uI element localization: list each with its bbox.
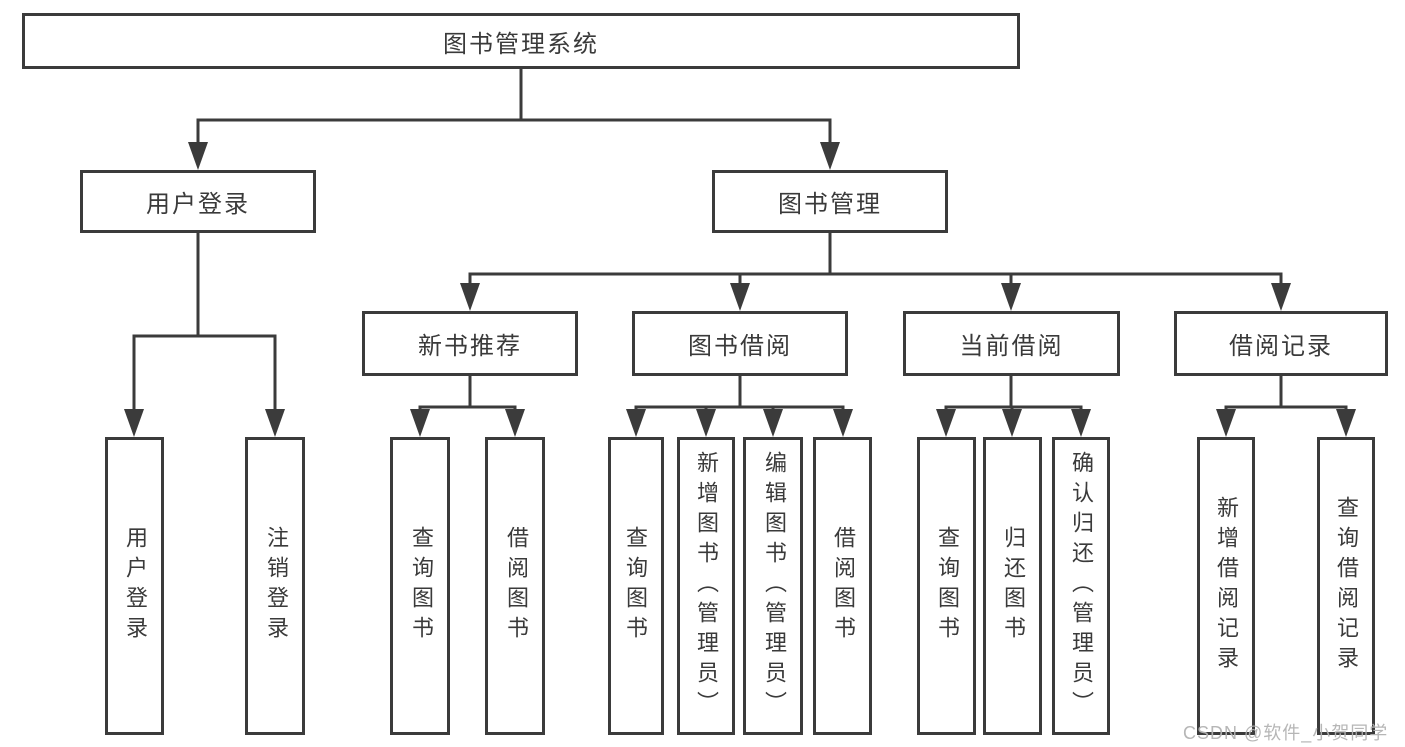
leaf-edit-books-admin: 编辑图书（管理员） [743,437,803,735]
node-user-login: 用户登录 [80,170,316,233]
arrow-down-icon [505,409,525,437]
arrow-down-icon [1001,283,1021,311]
node-book-borrow: 图书借阅 [632,311,848,376]
leaf-query-borrow-record: 查询借阅记录 [1317,437,1375,735]
node-system-root: 图书管理系统 [22,13,1020,69]
arrow-down-icon [410,409,430,437]
node-new-book-recommend: 新书推荐 [362,311,578,376]
arrow-down-icon [1002,409,1022,437]
arrow-down-icon [188,142,208,170]
arrowheads [124,142,1356,437]
arrow-down-icon [626,409,646,437]
node-current-borrow: 当前借阅 [903,311,1120,376]
arrow-down-icon [265,409,285,437]
leaf-return-books: 归还图书 [983,437,1042,735]
arrow-down-icon [1071,409,1091,437]
leaf-add-books-admin: 新增图书（管理员） [677,437,735,735]
leaf-borrow-books-recommend: 借阅图书 [485,437,545,735]
arrow-down-icon [124,409,144,437]
arrow-down-icon [730,283,750,311]
node-borrow-records: 借阅记录 [1174,311,1388,376]
arrow-down-icon [763,409,783,437]
leaf-borrow-books: 借阅图书 [813,437,872,735]
arrow-down-icon [696,409,716,437]
node-book-management: 图书管理 [712,170,948,233]
leaf-confirm-return-admin: 确认归还（管理员） [1052,437,1110,735]
arrow-down-icon [833,409,853,437]
leaf-query-books-current: 查询图书 [917,437,976,735]
leaf-logout: 注销登录 [245,437,305,735]
watermark: CSDN @软件_小贺同学 [1183,723,1389,743]
leaf-query-books-recommend: 查询图书 [390,437,450,735]
arrow-down-icon [820,142,840,170]
arrow-down-icon [1216,409,1236,437]
arrow-down-icon [936,409,956,437]
leaf-query-books-borrow: 查询图书 [608,437,664,735]
arrow-down-icon [1336,409,1356,437]
leaf-add-borrow-record: 新增借阅记录 [1197,437,1255,735]
leaf-user-login: 用户登录 [105,437,164,735]
arrow-down-icon [1271,283,1291,311]
arrow-down-icon [460,283,480,311]
